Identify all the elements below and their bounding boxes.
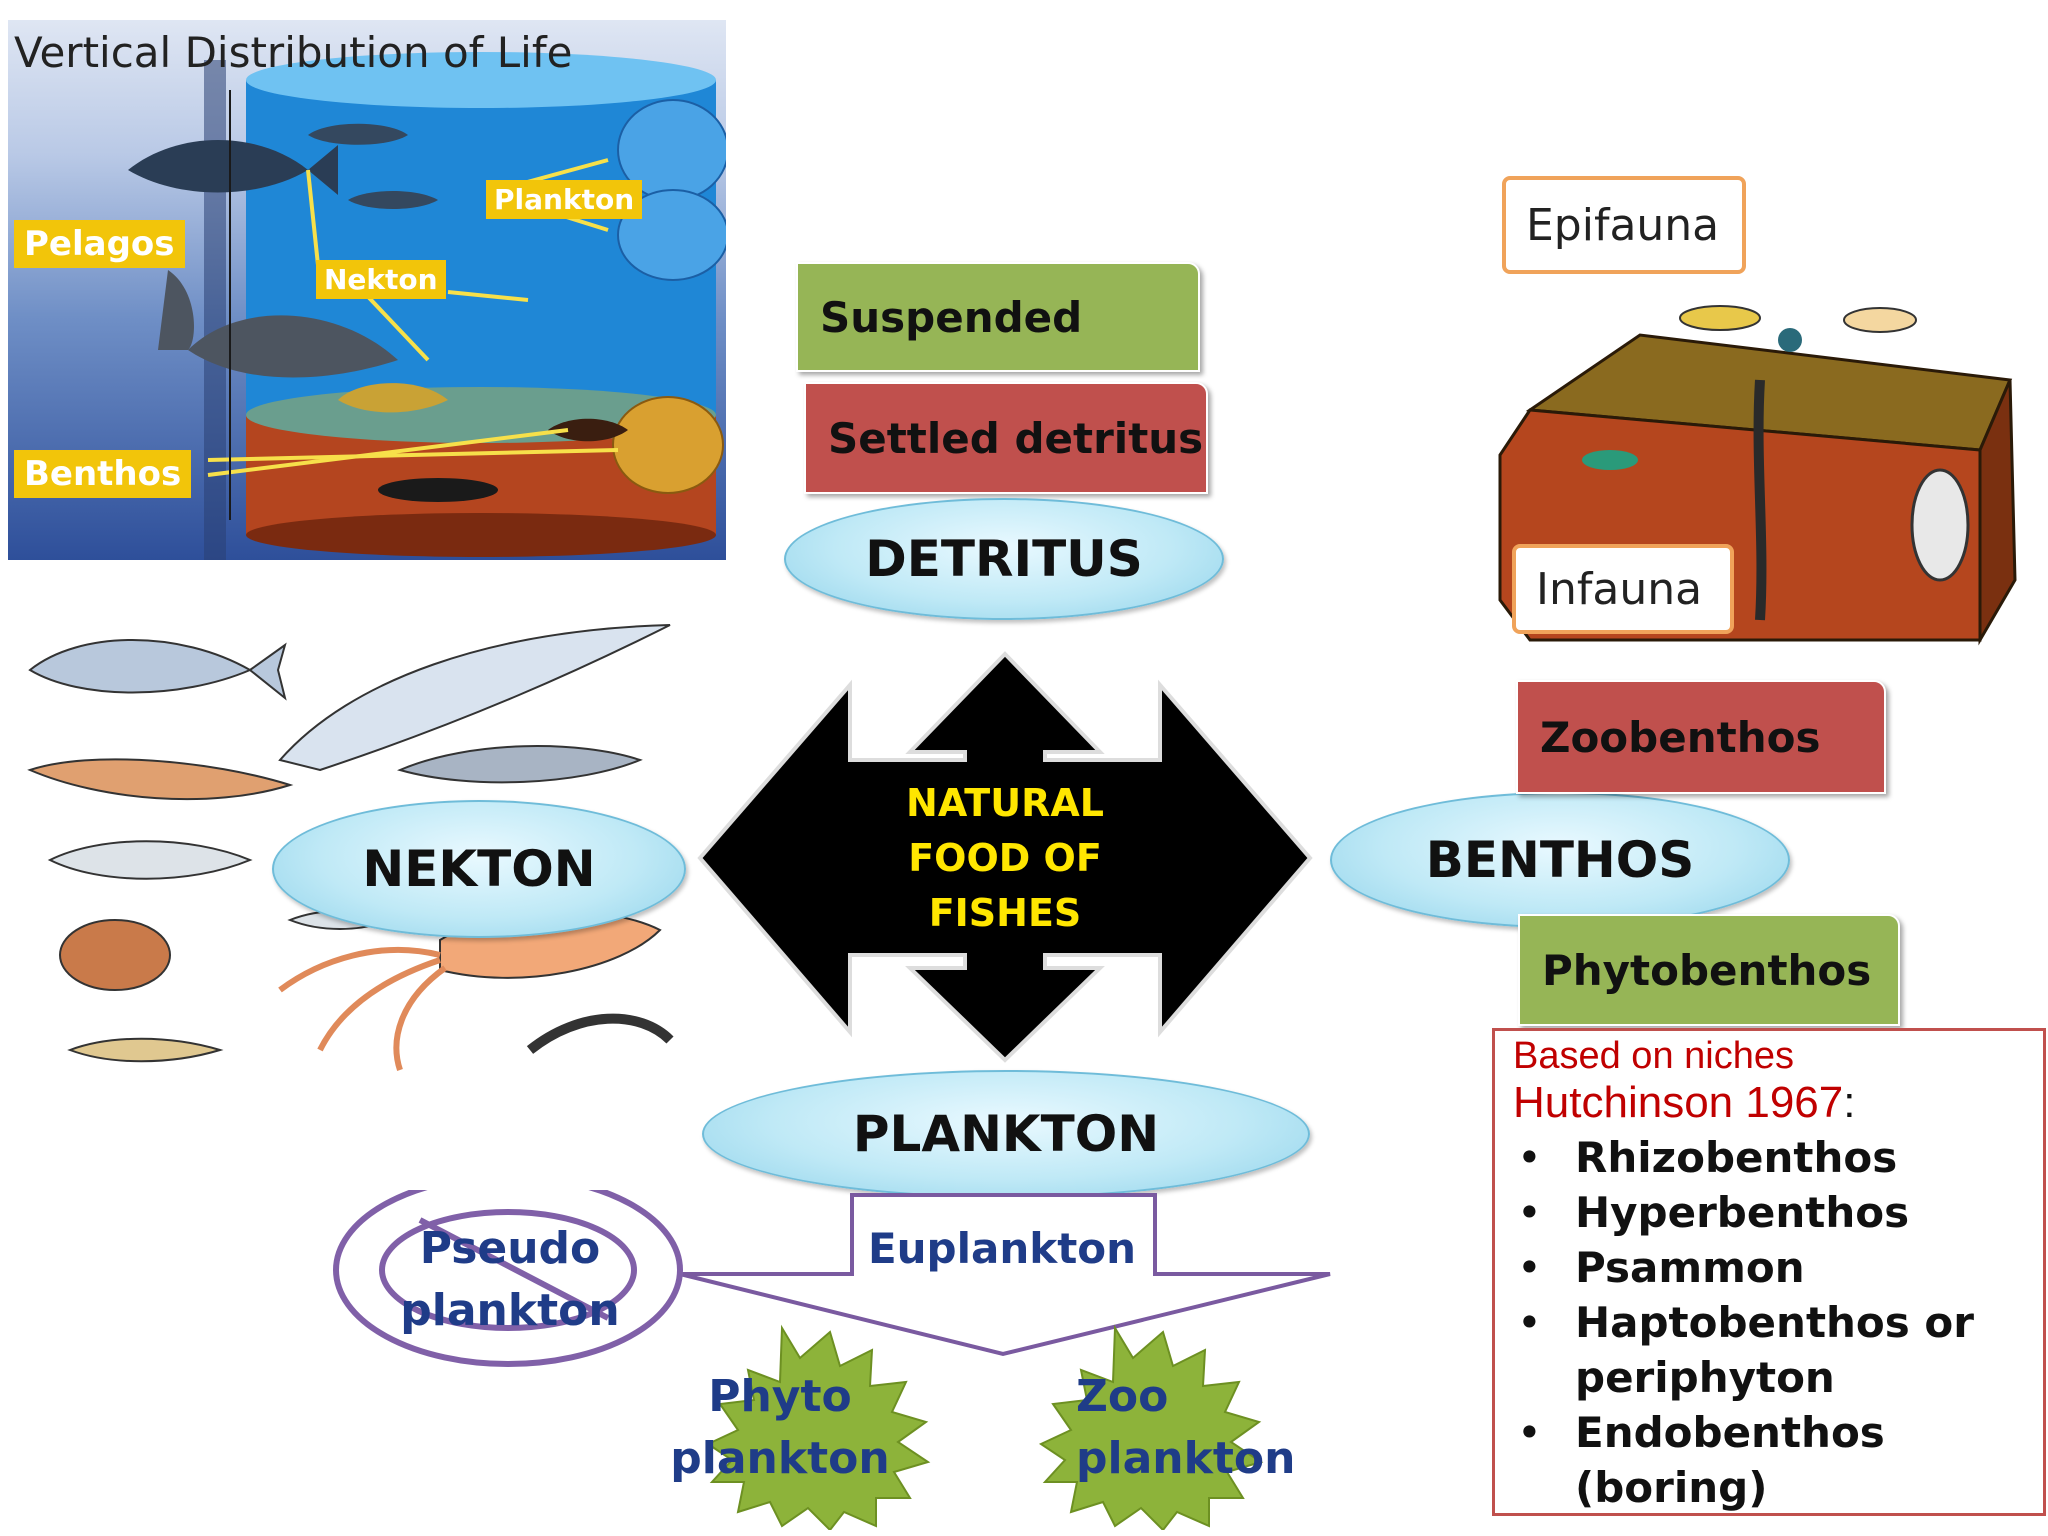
zooplankton-label: Zoo plankton (1060, 1366, 1296, 1490)
niche-item-continuation: (boring) (1513, 1460, 2043, 1515)
detritus-node-label: DETRITUS (865, 530, 1143, 588)
bullet-icon: • (1517, 1188, 1542, 1237)
bullet-icon: • (1517, 1298, 1542, 1347)
epifauna-label: Epifauna (1502, 176, 1746, 274)
settled-detritus-tab: Settled detritus (804, 382, 1208, 494)
bullet-icon: • (1517, 1133, 1542, 1182)
benthos-label: Benthos (14, 450, 192, 498)
niches-reference-name: Hutchinson 1967 (1513, 1078, 1844, 1127)
benthos-node: BENTHOS (1330, 792, 1790, 928)
plankton-node-label: PLANKTON (852, 1105, 1160, 1163)
niche-item-label: periphyton (1575, 1353, 1835, 1402)
niche-item: • Psammon (1513, 1240, 2043, 1295)
niche-item-label: Psammon (1575, 1243, 1805, 1292)
infauna-label: Infauna (1512, 544, 1734, 634)
niche-item-continuation: periphyton (1513, 1350, 2043, 1405)
niche-item-label: Rhizobenthos (1575, 1133, 1898, 1182)
niche-item-label: (boring) (1575, 1463, 1768, 1512)
vertical-distribution-title: Vertical Distribution of Life (14, 28, 573, 77)
pseudoplankton-label: Pseudo plankton (380, 1218, 640, 1342)
phytoplankton-line2: plankton (670, 1433, 890, 1484)
suspended-tab: Suspended (796, 262, 1200, 372)
zooplankton-star (1038, 1324, 1264, 1530)
euplankton-label: Euplankton (867, 1224, 1137, 1273)
niches-heading: Based on niches (1513, 1035, 1794, 1077)
nekton-node-label: NEKTON (362, 840, 596, 898)
zoobenthos-tab: Zoobenthos (1516, 680, 1886, 794)
zooplankton-line1: Zoo (1076, 1371, 1169, 1422)
bullet-icon: • (1517, 1243, 1542, 1292)
niche-item: • Hyperbenthos (1513, 1185, 2043, 1240)
plankton-node: PLANKTON (702, 1070, 1310, 1198)
niche-item-label: Haptobenthos or (1575, 1298, 1974, 1347)
niches-reference: Hutchinson 1967: (1513, 1078, 2043, 1128)
center-title-line2: FOOD OF (908, 836, 1102, 880)
center-title-line3: FISHES (928, 891, 1082, 935)
center-title-line1: NATURAL (906, 781, 1104, 825)
phytoplankton-line1: Phyto (708, 1371, 852, 1422)
phytoplankton-label: Phyto plankton (660, 1366, 900, 1490)
zooplankton-line2: plankton (1076, 1433, 1296, 1484)
bullet-icon: • (1517, 1408, 1542, 1457)
niches-reference-colon: : (1843, 1078, 1856, 1127)
nekton-animals-drawing (27, 624, 674, 1071)
phytoplankton-star (705, 1324, 931, 1530)
detritus-node: DETRITUS (784, 498, 1224, 620)
niche-item-label: Hyperbenthos (1575, 1188, 1910, 1237)
niche-item: • Rhizobenthos (1513, 1130, 2043, 1185)
plankton-subdivision-drawing (333, 1190, 1331, 1530)
pelagos-label: Pelagos (14, 220, 185, 268)
niche-item: • Haptobenthos or (1513, 1295, 2043, 1350)
center-title: NATURAL FOOD OF FISHES (852, 776, 1158, 941)
niches-list: • Rhizobenthos • Hyperbenthos • Psammon • Ha… (1513, 1130, 2043, 1515)
niche-item: • Endobenthos (1513, 1405, 2043, 1460)
plankton-label: Plankton (486, 180, 643, 219)
four-way-arrow (697, 651, 1313, 1063)
nekton-node: NEKTON (272, 800, 686, 938)
pseudoplankton-line1: Pseudo (419, 1223, 601, 1274)
niche-item-label: Endobenthos (1575, 1408, 1885, 1457)
pseudoplankton-line2: plankton (400, 1285, 620, 1336)
phytobenthos-tab: Phytobenthos (1518, 914, 1900, 1026)
vertical-distribution-illustration: Vertical Distribution of Life Pelagos Be… (8, 20, 726, 560)
benthos-node-label: BENTHOS (1425, 831, 1695, 889)
niches-box: Based on niches Hutchinson 1967: • Rhizob… (1492, 1028, 2046, 1516)
nekton-label: Nekton (316, 260, 446, 299)
